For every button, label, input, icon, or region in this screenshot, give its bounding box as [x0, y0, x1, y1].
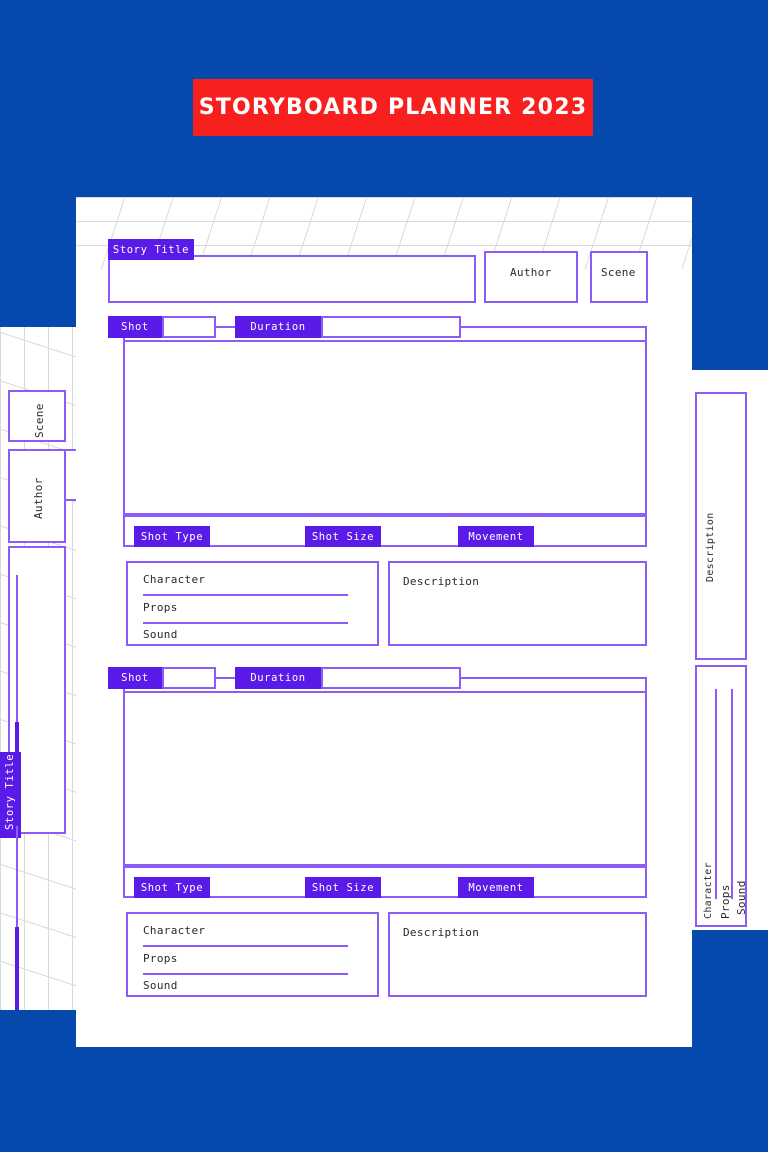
side-author-box-shape[interactable]: Author: [8, 449, 66, 543]
movement-label-2[interactable]: Movement: [458, 877, 534, 898]
description-box-2[interactable]: Description: [388, 912, 647, 997]
side-character-box[interactable]: Character Props Sound: [695, 665, 748, 927]
description-label-2: Description: [403, 926, 480, 939]
duration-input-2[interactable]: [321, 667, 461, 689]
side-rule-1: [715, 689, 717, 899]
page-title: STORYBOARD PLANNER 2023: [198, 95, 588, 120]
shot-type-label-1[interactable]: Shot Type: [134, 526, 210, 547]
side-scene-box[interactable]: Scene: [8, 390, 66, 442]
page-title-banner: STORYBOARD PLANNER 2023: [193, 79, 593, 136]
props-label-2: Props: [143, 952, 178, 965]
duration-frame-connector-2: [461, 677, 647, 679]
shot-label-1: Shot: [108, 316, 162, 338]
frame-right-edge-2: [645, 677, 647, 693]
duration-label-2: Duration: [235, 667, 321, 689]
frame-right-edge-1: [645, 326, 647, 342]
duration-input-1[interactable]: [321, 316, 461, 338]
storyboard-frame-2[interactable]: [123, 691, 647, 866]
shot-attributes-strip-1: Shot Type Shot Size Movement: [123, 515, 647, 547]
side-scene-label: Scene: [33, 403, 46, 438]
story-title-label: Story Title: [108, 239, 194, 260]
side-character-label: Character: [703, 862, 714, 919]
shot-type-label-2[interactable]: Shot Type: [134, 877, 210, 898]
scene-input[interactable]: Scene: [590, 251, 648, 303]
side-author-label: Author: [32, 477, 45, 519]
duration-frame-connector-1: [461, 326, 647, 328]
scene-label: Scene: [601, 266, 636, 279]
side-shot-bar-1: [16, 575, 18, 813]
character-rule-2: [143, 945, 348, 947]
side-sound-label: Sound: [735, 880, 748, 915]
side-description-label: Description: [705, 512, 716, 582]
sound-label-1: Sound: [143, 628, 178, 641]
shot-label-2: Shot: [108, 667, 162, 689]
side-rule-2: [731, 689, 733, 899]
character-props-sound-box-2[interactable]: Character Props Sound: [126, 912, 379, 997]
author-input[interactable]: Author: [484, 251, 578, 303]
description-box-1[interactable]: Description: [388, 561, 647, 646]
shot-size-label-1[interactable]: Shot Size: [305, 526, 381, 547]
shot-duration-connector-2: [216, 677, 235, 679]
props-rule-1: [143, 622, 348, 624]
storyboard-frame-1[interactable]: [123, 340, 647, 515]
sound-label-2: Sound: [143, 979, 178, 992]
shot-duration-connector-1: [216, 326, 235, 328]
description-label-1: Description: [403, 575, 480, 588]
author-label: Author: [510, 266, 552, 279]
story-title-input[interactable]: [108, 255, 476, 303]
character-label-1: Character: [143, 573, 206, 586]
shot-size-label-2[interactable]: Shot Size: [305, 877, 381, 898]
movement-label-1[interactable]: Movement: [458, 526, 534, 547]
shot-attributes-strip-2: Shot Type Shot Size Movement: [123, 866, 647, 898]
side-shot-fill-2: [15, 927, 19, 1010]
character-rule-1: [143, 594, 348, 596]
right-side-panel: Description Character Props Sound: [692, 370, 768, 930]
props-label-1: Props: [143, 601, 178, 614]
side-shot-bar-2: [16, 826, 18, 1010]
shot-number-input-1[interactable]: [162, 316, 216, 338]
duration-label-1: Duration: [235, 316, 321, 338]
character-props-sound-box-1[interactable]: Character Props Sound: [126, 561, 379, 646]
left-side-panel: Scene Author Story Title: [0, 327, 76, 1010]
props-rule-2: [143, 973, 348, 975]
side-shot-fill-1: [15, 722, 19, 813]
character-label-2: Character: [143, 924, 206, 937]
side-description-box[interactable]: Description: [695, 392, 747, 660]
shot-number-input-2[interactable]: [162, 667, 216, 689]
